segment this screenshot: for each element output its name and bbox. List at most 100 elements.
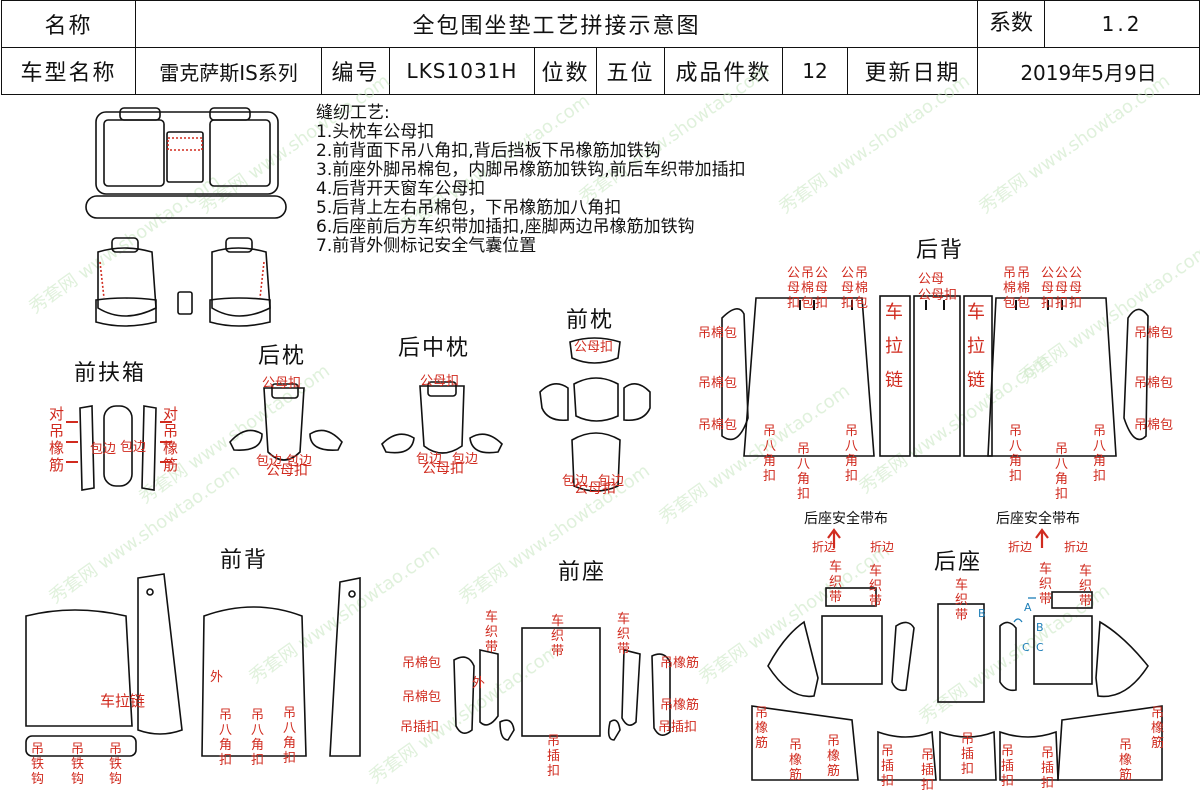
marker-a: A (1024, 601, 1032, 614)
coef-value: 1.2 (1101, 12, 1143, 36)
note-rear-seat-strap-4: 车织带 (1038, 562, 1052, 607)
note-rear-seat-fold-2: 折边 (870, 540, 895, 554)
front-seats-illustration (95, 237, 271, 327)
note-rear-back-side-cotton-5: 吊棉包 (1134, 376, 1174, 391)
pieces-value: 12 (782, 47, 848, 95)
note-front-pillow-edge-left: 包边 (562, 474, 589, 489)
note-rear-back-zipper-1: 车拉链 (885, 302, 903, 391)
note-rear-seat-insert-1: 吊插扣 (880, 744, 894, 789)
rear-seat-tabs (1013, 597, 1036, 623)
process-notes: 缝纫工艺: 1.头枕车公母扣 2.前背面下吊八角扣,背后挡板下吊橡筋加铁钩 3.… (316, 104, 746, 256)
note-rear-back-octagon-5: 吊八角扣 (1054, 442, 1068, 502)
note-rear-back-side-cotton-1: 吊棉包 (698, 326, 738, 341)
note-rear-back-buckle-4: 公母扣 (1040, 266, 1054, 311)
marker-b-2: B (1036, 621, 1044, 634)
process-step-7: 7.前背外侧标记安全气囊位置 (316, 236, 537, 256)
note-rear-seat-fold-3: 折边 (1008, 540, 1033, 554)
note-rear-seat-belt-cloth-2: 后座安全带布 (996, 511, 1080, 527)
section-front-pillow: 前枕 (566, 308, 615, 333)
rear-back-pieces (721, 295, 1149, 457)
marker-b-1: B (978, 607, 986, 620)
note-rear-seat-elastic-5: 吊橡筋 (1150, 706, 1164, 751)
note-rear-seat-fold-1: 折边 (812, 540, 837, 554)
note-rear-seat-belt-cloth-1: 后座安全带布 (804, 511, 888, 527)
note-rear-seat-insert-4: 吊插扣 (1000, 744, 1014, 789)
note-front-seat-elastic-2: 吊橡筋 (660, 698, 700, 713)
note-rear-back-octagon-2: 吊八角扣 (796, 442, 810, 502)
front-back-pieces (25, 573, 361, 757)
note-front-pillow-edge-right: 包边 (598, 474, 625, 489)
note-front-back-hook-3: 吊铁钩 (108, 742, 122, 787)
process-step-5: 5.后背上左右吊棉包，下吊橡筋加八角扣 (316, 198, 622, 218)
page-title: 全包围坐垫工艺拼接示意图 (134, 0, 979, 48)
seats-value: 五位 (596, 47, 665, 95)
section-rear-seat: 后座 (934, 550, 983, 575)
note-rear-back-buckle-6: 公母扣 (1068, 266, 1082, 311)
note-rear-back-octagon-4: 吊八角扣 (1008, 424, 1022, 484)
code-value: LKS1031H (389, 47, 535, 95)
note-rear-back-cotton-1: 吊棉包 (800, 266, 814, 311)
note-rear-back-octagon-6: 吊八角扣 (1092, 424, 1106, 484)
note-rear-back-cotton-4: 吊棉包 (1016, 266, 1030, 311)
armrest-pieces (79, 405, 157, 491)
note-front-seat-strap-2: 车织带 (550, 614, 564, 659)
front-seat-pieces (453, 627, 671, 741)
section-rear-mid-pillow: 后中枕 (398, 336, 471, 361)
note-rear-back-buckle-2: 公母扣 (814, 266, 828, 311)
note-rear-seat-insert-5: 吊插扣 (1040, 746, 1054, 791)
note-front-back-octagon-3: 吊八角扣 (282, 706, 296, 766)
section-front-back: 前背 (220, 548, 269, 573)
note-rear-back-buckle-5: 公母扣 (1054, 266, 1068, 311)
note-front-seat-strap-3: 车织带 (616, 612, 630, 657)
note-front-back-hook-2: 吊铁钩 (70, 742, 84, 787)
note-front-back-octagon-1: 吊八角扣 (218, 708, 232, 768)
note-rear-back-cotton-3: 吊棉包 (1002, 266, 1016, 311)
process-step-2: 2.前背面下吊八角扣,背后挡板下吊橡筋加铁钩 (316, 141, 661, 161)
note-front-seat-elastic-1: 吊橡筋 (660, 656, 700, 671)
note-rear-back-zipper-2: 车拉链 (967, 302, 985, 391)
code-label: 编号 (321, 47, 390, 95)
marker-c-1: C (1022, 641, 1030, 654)
note-armrest-edge-right: 包边 (120, 440, 147, 455)
rear-mid-pillow-pieces (381, 381, 503, 454)
header-table: 名称 全包围坐垫工艺拼接示意图 系数 1.2 车型名称 雷克萨斯IS系列 编号 … (0, 0, 1200, 96)
note-rear-back-octagon-3: 吊八角扣 (844, 424, 858, 484)
note-rear-seat-strap-2: 车织带 (868, 564, 882, 609)
model-label: 车型名称 (1, 47, 136, 95)
note-front-seat-outer: 外 (472, 676, 486, 691)
note-front-pillow-buckle-bottom: 公母扣 (574, 481, 616, 497)
note-rear-back-cotton-2: 吊棉包 (854, 266, 868, 311)
note-rear-seat-insert-2: 吊插扣 (920, 748, 934, 793)
process-step-1: 1.头枕车公母扣 (316, 122, 435, 142)
note-rear-back-buckle-3: 公母扣 (840, 266, 854, 311)
note-armrest-edge-left: 包边 (90, 442, 117, 457)
pieces-label: 成品件数 (664, 47, 783, 95)
note-front-seat-insert-2: 吊插扣 (546, 734, 560, 779)
note-front-back-hook-1: 吊铁钩 (30, 742, 44, 787)
rear-seat-arrows (827, 528, 1049, 548)
note-front-pillow-buckle: 公母扣 (574, 340, 614, 355)
process-step-3: 3.前座外脚吊棉包，内脚吊橡筋加铁钩,前后车织带加插扣 (316, 160, 746, 180)
note-armrest-left: 对吊橡筋 (48, 405, 64, 474)
note-front-back-zipper: 车拉链 (100, 692, 146, 710)
note-rear-back-side-cotton-4: 吊棉包 (1134, 326, 1174, 341)
process-step-6: 6.后座前后方车织带加插扣,座脚两边吊橡筋加铁钩 (316, 217, 695, 237)
note-rear-seat-strap-3: 车织带 (954, 578, 968, 623)
rear-bench-illustration (85, 107, 287, 219)
note-rear-seat-insert-3: 吊插扣 (960, 732, 974, 777)
note-mid-pillow-edge-right: 包边 (452, 452, 479, 467)
note-rear-back-center-2: 公母扣 (918, 288, 958, 303)
model-value: 雷克萨斯IS系列 (135, 47, 322, 95)
note-front-seat-insert-1: 吊插扣 (400, 720, 440, 735)
note-front-seat-cotton-2: 吊棉包 (402, 690, 442, 705)
note-rear-back-side-cotton-6: 吊棉包 (1134, 418, 1174, 433)
process-title: 缝纫工艺: (316, 103, 390, 123)
note-rear-seat-elastic-1: 吊橡筋 (754, 706, 768, 751)
section-rear-back: 后背 (916, 238, 965, 263)
note-rear-pillow-buckle: 公母扣 (262, 376, 302, 391)
note-rear-back-side-cotton-2: 吊棉包 (698, 376, 738, 391)
seats-label: 位数 (534, 47, 597, 95)
note-rear-back-side-cotton-3: 吊棉包 (698, 418, 738, 433)
note-rear-pillow-edge-left: 包边 (256, 454, 283, 469)
